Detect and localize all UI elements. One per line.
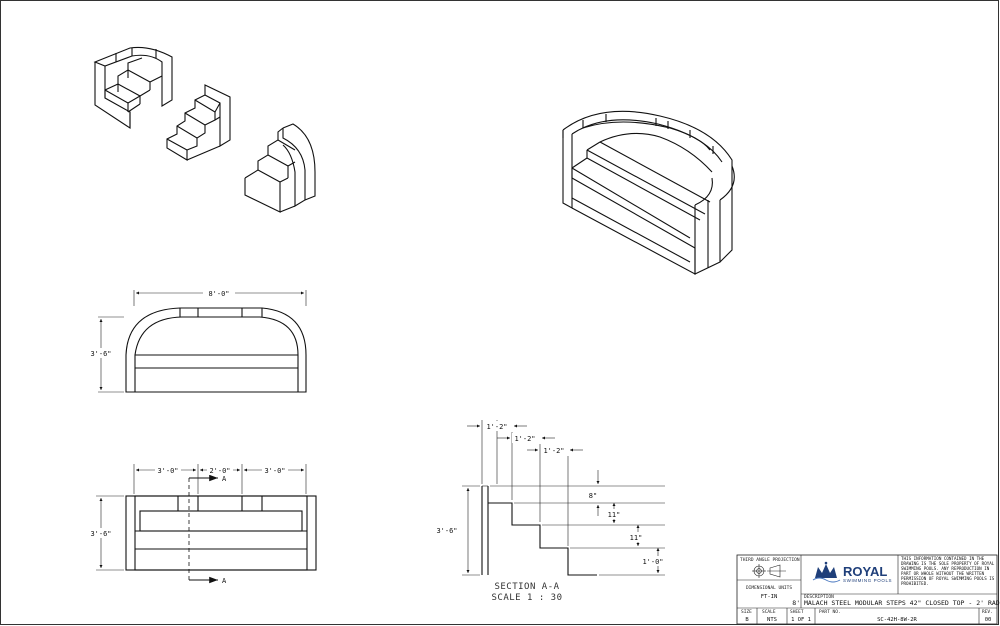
sec-riser3-dim: 11"	[630, 534, 643, 542]
front-width-dim: 8'-0"	[208, 290, 229, 298]
section-a-a-view: 1'-2" 1'-2" 1'-2" 8" 11" 11" 1'-0" 3'	[433, 420, 666, 603]
sec-tread2-dim: 1'-2"	[514, 435, 535, 443]
brand-name: ROYAL	[843, 564, 887, 579]
sheet-label: SHEET	[790, 609, 804, 615]
svg-text:PART OR WHOLE WITHOUT THE WRIT: PART OR WHOLE WITHOUT THE WRITTEN	[901, 571, 985, 576]
iso-straight-module	[166, 84, 231, 161]
iso-assembly-view	[562, 110, 735, 275]
ownership-notice: THIS INFORMATION CONTAINED IN THE DRAWIN…	[901, 556, 995, 586]
size-label: SIZE	[741, 609, 752, 615]
sec-riser1-dim: 8"	[589, 492, 597, 500]
top-height-dim: 3'-6"	[90, 530, 111, 538]
iso-corner-right-module	[244, 123, 316, 213]
projection-label: THIRD ANGLE PROJECTION	[740, 557, 800, 563]
royal-logo-icon	[812, 561, 841, 583]
part-label: PART NO.	[819, 609, 841, 615]
title-block: THIRD ANGLE PROJECTION DIMENSIONAL UNITS…	[736, 554, 1000, 625]
units-value: FT-IN	[761, 594, 778, 600]
sheet-value: 1 OF 1	[791, 617, 811, 623]
sec-riser2-dim: 11"	[608, 511, 621, 519]
svg-text:SWIMMING POOLS. ANY REPRODUCTI: SWIMMING POOLS. ANY REPRODUCTION IN	[901, 566, 990, 571]
top-view: A A 3'-0" 2'-0" 3'-0" 3'-6"	[88, 464, 317, 585]
section-scale: SCALE 1 : 30	[491, 593, 562, 603]
sec-riser4-dim: 1'-0"	[642, 558, 663, 566]
svg-text:PROHIBITED.: PROHIBITED.	[901, 581, 929, 586]
front-elevation-view: 8'-0" 3'-6"	[88, 288, 307, 393]
top-mid-dim: 2'-0"	[209, 467, 230, 475]
svg-text:PERMISSION OF ROYAL SWIMMING P: PERMISSION OF ROYAL SWIMMING POOLS IS	[901, 576, 995, 581]
brand-sub: SWIMMING POOLS	[843, 578, 892, 583]
rev-value: 00	[985, 617, 992, 623]
sec-tread3-dim: 1'-2"	[543, 447, 564, 455]
description-label: DESCRIPTION	[804, 594, 834, 600]
rev-label: REV.	[982, 609, 993, 615]
units-label: DIMENSIONAL UNITS	[746, 585, 792, 591]
section-marker-top: A	[222, 475, 227, 483]
section-title: SECTION A-A	[494, 582, 559, 592]
section-marker-bottom: A	[222, 577, 227, 585]
top-left-dim: 3'-0"	[157, 467, 178, 475]
iso-corner-left-module	[93, 46, 173, 130]
front-height-dim: 3'-6"	[90, 350, 111, 358]
third-angle-projection-icon	[752, 564, 786, 578]
sec-tread1-dim: 1'-2"	[486, 423, 507, 431]
sec-height-dim: 3'-6"	[436, 527, 457, 535]
scale-value: NTS	[767, 617, 777, 623]
size-value: B	[745, 617, 749, 623]
svg-text:DRAWING IS THE SOLE PROPERTY O: DRAWING IS THE SOLE PROPERTY OF ROYAL	[901, 561, 995, 566]
svg-text:THIS INFORMATION CONTAINED IN: THIS INFORMATION CONTAINED IN THE	[901, 556, 985, 561]
part-value: SC-42H-8W-2R	[877, 617, 917, 623]
top-right-dim: 3'-0"	[264, 467, 285, 475]
scale-label: SCALE	[762, 609, 776, 615]
description-value: 8' MALACH STEEL MODULAR STEPS 42" CLOSED…	[792, 599, 999, 607]
